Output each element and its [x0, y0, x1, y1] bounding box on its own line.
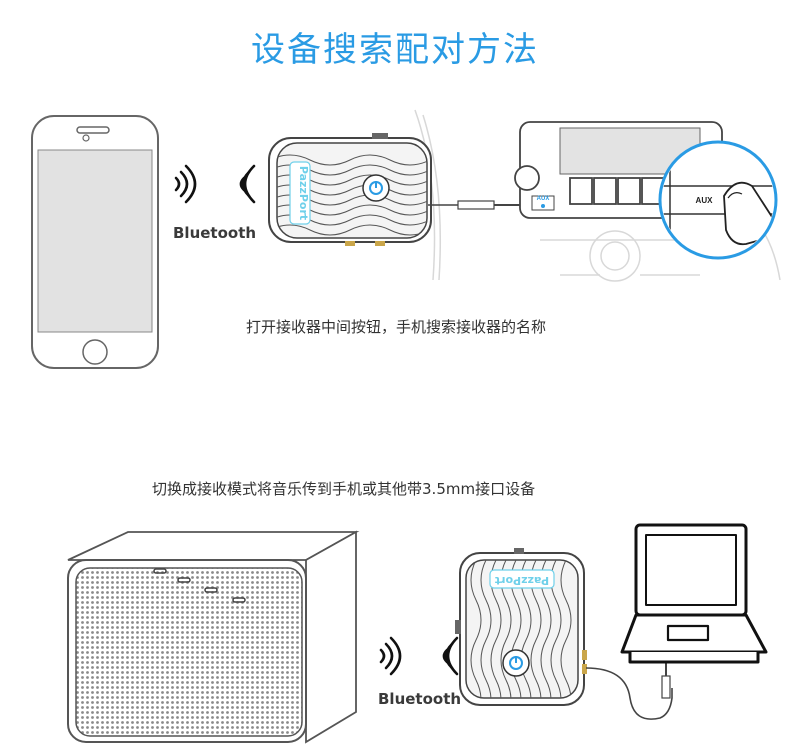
laptop: [620, 523, 768, 664]
aux-cable: [428, 200, 524, 210]
bluetooth-label: Bluetooth: [378, 690, 462, 708]
aux-cable: [585, 662, 673, 720]
phone: [31, 115, 159, 369]
bluetooth-receiver: [455, 548, 587, 706]
aux-zoom-circle: [658, 140, 778, 260]
bluetooth-speaker: [67, 530, 360, 744]
bluetooth-label: Bluetooth: [173, 224, 257, 242]
brand-logo: PazzPort: [495, 574, 549, 587]
step1-caption: 打开接收器中间按钮，手机搜索接收器的名称: [246, 318, 547, 336]
step2-caption: 切换成接收模式将音乐传到手机或其他带3.5mm接口设备: [152, 480, 536, 498]
brand-logo: PazzPort: [297, 166, 310, 220]
bluetooth-receiver: [268, 133, 432, 246]
signal-waves-icon: [379, 636, 459, 676]
aux-button-label: AUX: [696, 196, 714, 205]
page-title: 设备搜索配对方法: [251, 30, 539, 70]
signal-waves-icon: [174, 164, 256, 204]
aux-port-label: AUX: [537, 196, 550, 202]
